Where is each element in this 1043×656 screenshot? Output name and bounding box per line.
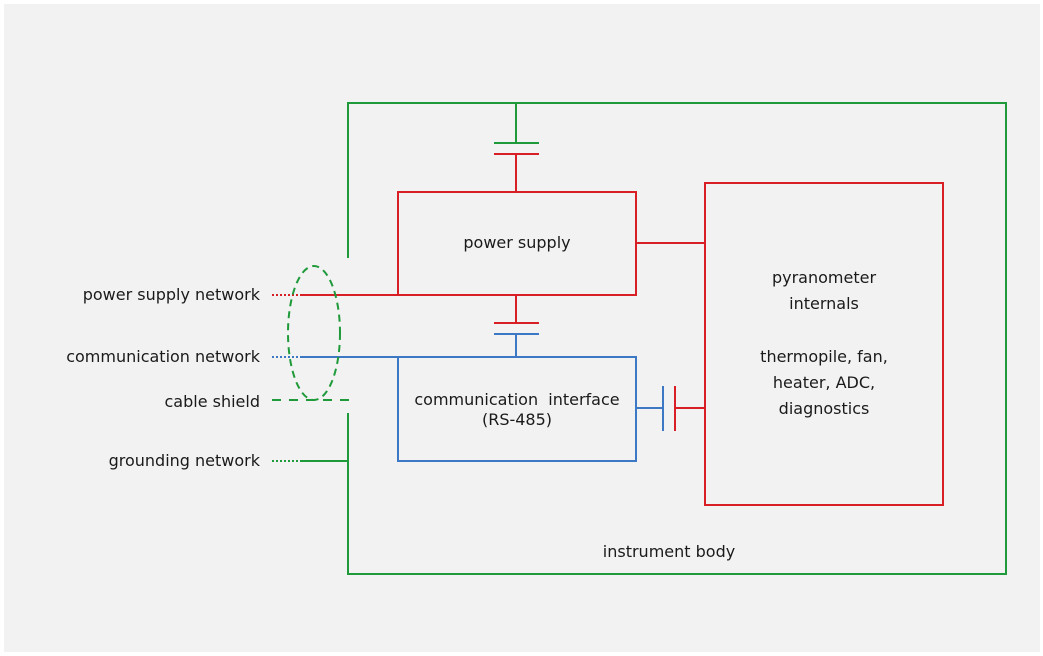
comm-internals-coupling bbox=[636, 386, 705, 431]
pyranometer-components-line3: diagnostics bbox=[778, 399, 870, 418]
power-supply-label: power supply bbox=[463, 233, 571, 252]
instrument-body-outline bbox=[347, 102, 1007, 575]
ground-coupling-top bbox=[494, 103, 539, 192]
pyranometer-components-line2: heater, ADC, bbox=[772, 373, 876, 392]
communication-network-label: communication network bbox=[66, 347, 260, 366]
cable-shield bbox=[272, 265, 352, 401]
power-supply-network-label: power supply network bbox=[82, 285, 260, 304]
pyranometer-internals-box bbox=[704, 182, 944, 506]
pyranometer-title-line2: internals bbox=[789, 294, 859, 313]
pyranometer-components-line1: thermopile, fan, bbox=[760, 347, 888, 366]
power-comm-coupling bbox=[494, 295, 539, 357]
diagram-canvas bbox=[4, 4, 1040, 652]
grounding-network-label: grounding network bbox=[108, 451, 260, 470]
pyranometer-title-line1: pyranometer bbox=[771, 268, 877, 287]
communication-interface-label: communication interface bbox=[414, 390, 620, 409]
communication-interface-protocol-label: (RS-485) bbox=[481, 410, 553, 429]
instrument-body-label: instrument body bbox=[602, 542, 736, 561]
cable-shield-label: cable shield bbox=[164, 392, 261, 411]
